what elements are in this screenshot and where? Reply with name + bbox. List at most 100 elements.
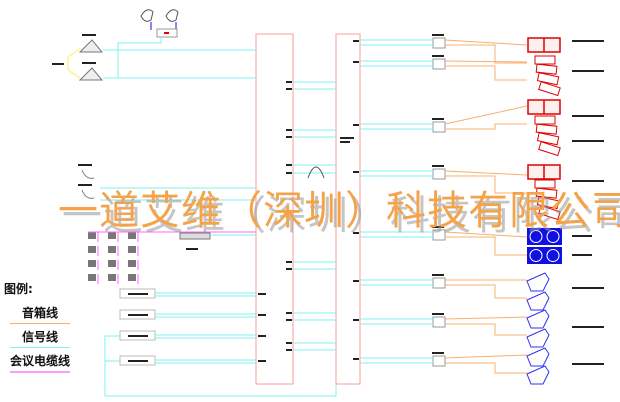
amplifier-label (432, 352, 444, 354)
speaker-line (444, 105, 528, 125)
label-text (286, 261, 292, 263)
subwoofer-label (572, 235, 592, 237)
speaker-zone-label (572, 180, 604, 182)
label-text (286, 88, 292, 90)
speaker-line (444, 60, 528, 63)
label-text (353, 232, 359, 234)
amplifier (432, 277, 446, 289)
label-text (353, 124, 359, 126)
stage-monitor (526, 272, 550, 292)
legend-conference-cable: 会议电缆线 (10, 352, 70, 373)
conference-unit-icon (128, 260, 136, 267)
label-text (286, 319, 292, 321)
line-array-box (536, 196, 560, 210)
line-array-box (534, 55, 556, 65)
amplifier-label (432, 34, 444, 36)
speaker-line (445, 284, 527, 299)
processor-label (340, 137, 354, 139)
headset-icon (307, 166, 325, 179)
speaker-zone-label (572, 115, 604, 117)
amplifier (432, 168, 446, 180)
label-text (258, 335, 266, 337)
speaker-line (444, 316, 528, 320)
label-text (353, 280, 359, 282)
speaker-line (444, 170, 528, 176)
stage-monitor (526, 347, 550, 367)
mic-link-line (67, 48, 81, 79)
conference-unit-icon (128, 246, 136, 253)
speaker-zone-label (572, 40, 604, 42)
wireless-antenna-icon (140, 9, 154, 22)
amplifier (432, 229, 446, 241)
subwoofer-label (572, 254, 592, 256)
conference-unit-icon (88, 246, 96, 253)
processor-label (340, 141, 350, 143)
label-text (128, 360, 148, 362)
amplifier-label (432, 55, 444, 57)
speaker-line (445, 362, 527, 374)
woofer-cone-icon (529, 230, 543, 243)
conference-unit-icon (108, 274, 116, 281)
label-text (286, 349, 292, 351)
label-text (186, 248, 198, 250)
line-array-box (534, 115, 556, 125)
gooseneck-mic-icon (81, 169, 95, 179)
stage-monitor (526, 365, 550, 385)
gooseneck-mic-icon (81, 189, 95, 199)
label-text (353, 40, 359, 42)
line-array-box (536, 132, 560, 146)
signal-line (117, 37, 256, 79)
amplifier (432, 58, 446, 70)
speaker-line (445, 323, 527, 336)
conference-unit-icon (128, 274, 136, 281)
label-text (52, 63, 64, 65)
label-text (128, 335, 148, 337)
speaker-zone-label (572, 140, 604, 142)
conference-unit-icon (108, 246, 116, 253)
legend-signal-line: 信号线 (10, 328, 70, 348)
conference-processor (179, 232, 211, 240)
amplifier-label (432, 118, 444, 120)
label-text (128, 293, 148, 295)
label-text (78, 184, 92, 186)
label-text (258, 360, 266, 362)
conference-unit-icon (88, 260, 96, 267)
subwoofer (527, 247, 562, 264)
label-text (78, 164, 92, 166)
stage-monitor (526, 309, 550, 329)
label-text (286, 172, 292, 174)
line-array-box (538, 141, 561, 157)
woofer-cone-icon (529, 249, 543, 262)
label-text (353, 171, 359, 173)
subwoofer (527, 228, 562, 245)
conference-unit-icon (108, 232, 116, 239)
speaker-zone-label (572, 70, 604, 72)
conference-unit-icon (88, 274, 96, 281)
amplifier-label (432, 226, 444, 228)
monitor-label (572, 363, 604, 365)
processor-unit-1 (255, 33, 294, 385)
wireless-antenna-icon (165, 9, 179, 22)
stage-monitor (526, 291, 550, 311)
watermark: 一道艾维（深圳）科技有限公司 (58, 188, 620, 234)
processor-unit-2 (335, 33, 361, 385)
monitor-label (572, 287, 604, 289)
amplifier (432, 121, 446, 133)
monitor-label (572, 326, 604, 328)
label-text (286, 164, 292, 166)
amplifier (432, 316, 446, 328)
legend-speaker-line: 音箱线 (10, 304, 70, 324)
speaker-line (445, 65, 527, 81)
signal-loop-line (104, 335, 337, 397)
label-text (258, 314, 266, 316)
legend-title: 图例: (4, 282, 33, 296)
speaker-line (445, 236, 527, 256)
amplifier (432, 37, 446, 49)
woofer-cone-icon (546, 230, 560, 243)
speaker-line (445, 44, 527, 64)
line-array-box (534, 179, 556, 189)
speaker-line (444, 231, 528, 238)
conference-unit-icon (108, 260, 116, 267)
line-array-box (538, 205, 561, 221)
